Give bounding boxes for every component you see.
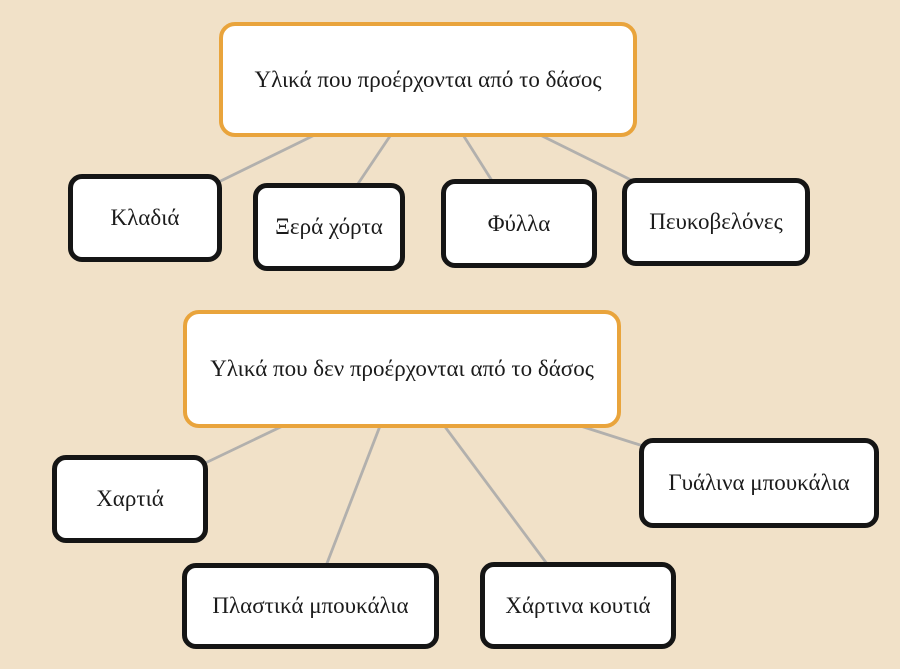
node-label: Υλικά που προέρχονται από το δάσος bbox=[254, 66, 602, 92]
child-node-branches[interactable]: Κλαδιά bbox=[68, 174, 222, 262]
child-node-paper-boxes[interactable]: Χάρτινα κουτιά bbox=[480, 562, 676, 649]
node-label: Ξερά χόρτα bbox=[275, 214, 383, 240]
node-label: Πλαστικά μπουκάλια bbox=[212, 593, 409, 619]
child-node-leaves[interactable]: Φύλλα bbox=[441, 179, 597, 268]
child-node-dry-grass[interactable]: Ξερά χόρτα bbox=[253, 183, 405, 271]
node-label: Γυάλινα μπουκάλια bbox=[668, 470, 850, 496]
root-node-non-forest-materials[interactable]: Υλικά που δεν προέρχονται από το δάσος bbox=[183, 310, 621, 428]
root-node-forest-materials[interactable]: Υλικά που προέρχονται από το δάσος bbox=[219, 22, 637, 137]
node-label: Πευκοβελόνες bbox=[649, 209, 783, 235]
child-node-plastic-bottles[interactable]: Πλαστικά μπουκάλια bbox=[182, 563, 439, 649]
node-label: Χαρτιά bbox=[96, 486, 164, 512]
child-node-papers[interactable]: Χαρτιά bbox=[52, 455, 208, 543]
node-label: Χάρτινα κουτιά bbox=[505, 592, 651, 618]
node-label: Υλικά που δεν προέρχονται από το δάσος bbox=[210, 356, 594, 382]
child-node-pine-needles[interactable]: Πευκοβελόνες bbox=[622, 178, 810, 266]
child-node-glass-bottles[interactable]: Γυάλινα μπουκάλια bbox=[639, 438, 879, 528]
node-label: Φύλλα bbox=[487, 210, 551, 236]
node-label: Κλαδιά bbox=[110, 205, 180, 231]
